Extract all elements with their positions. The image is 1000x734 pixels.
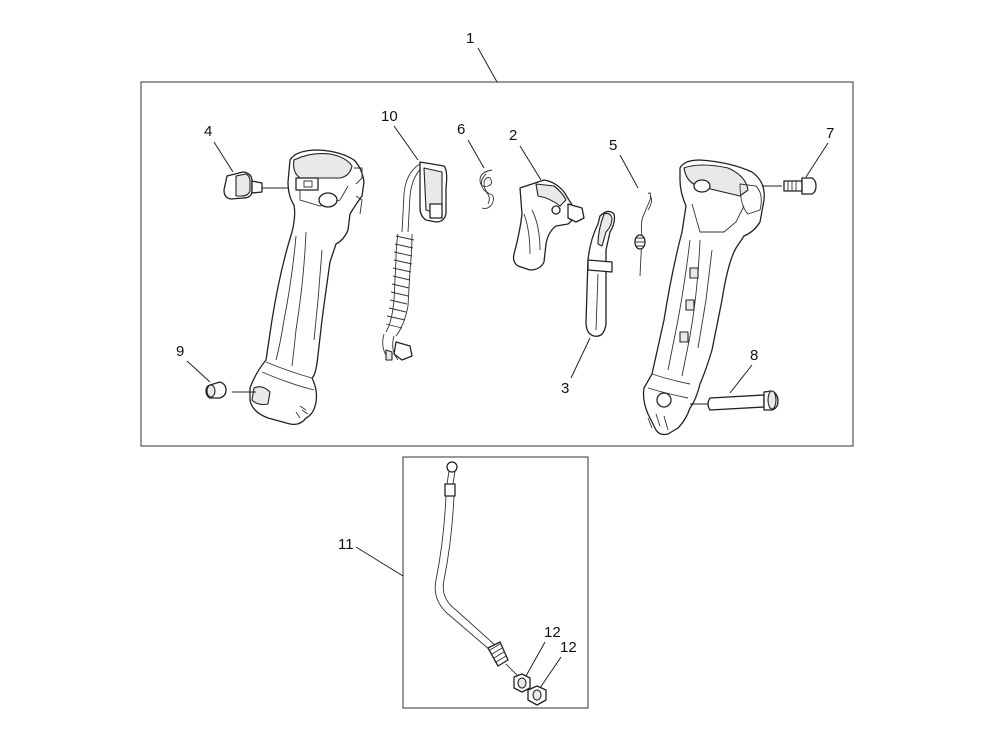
svg-text:12: 12 — [544, 624, 561, 641]
callout-12a: 12 — [525, 624, 561, 677]
svg-text:6: 6 — [457, 121, 465, 138]
svg-text:2: 2 — [509, 127, 517, 144]
part-7-screw — [783, 177, 817, 195]
part-6-torsion-spring — [479, 169, 495, 209]
part-left-handle-housing — [232, 149, 365, 426]
part-right-handle-housing — [642, 159, 782, 436]
part-12-nut-lower — [527, 685, 547, 706]
callout-4: 4 — [204, 123, 234, 173]
svg-text:11: 11 — [338, 536, 354, 553]
callout-12b: 12 — [539, 639, 577, 689]
callout-6: 6 — [457, 121, 485, 169]
svg-text:7: 7 — [826, 125, 834, 142]
callout-3: 3 — [561, 337, 591, 397]
svg-text:5: 5 — [609, 137, 617, 154]
callout-8: 8 — [729, 347, 758, 394]
svg-text:8: 8 — [750, 347, 758, 364]
part-5-wire-spring — [634, 192, 653, 277]
assembly-frame-1 — [140, 81, 854, 447]
svg-text:9: 9 — [176, 343, 184, 360]
callout-7: 7 — [805, 125, 834, 178]
assembly-frame-11 — [402, 456, 589, 709]
callout-1: 1 — [466, 30, 498, 83]
part-3-lockout-lever — [585, 210, 616, 337]
svg-text:3: 3 — [561, 380, 569, 397]
callout-11: 11 — [338, 536, 404, 577]
part-11-throttle-cable — [434, 461, 519, 677]
svg-text:4: 4 — [204, 123, 212, 140]
callout-10: 10 — [381, 108, 419, 161]
svg-text:1: 1 — [466, 30, 474, 47]
part-4-switch-knob — [223, 171, 288, 200]
part-10-wire-harness — [382, 161, 448, 361]
part-8-long-bolt — [707, 390, 779, 411]
callout-2: 2 — [509, 127, 542, 181]
part-2-throttle-trigger — [512, 179, 585, 271]
part-12-nut-upper — [513, 673, 531, 693]
svg-text:12: 12 — [560, 639, 577, 656]
callout-9: 9 — [176, 343, 211, 383]
part-9-nut — [205, 381, 227, 399]
callout-5: 5 — [609, 137, 639, 189]
svg-text:10: 10 — [381, 108, 398, 125]
